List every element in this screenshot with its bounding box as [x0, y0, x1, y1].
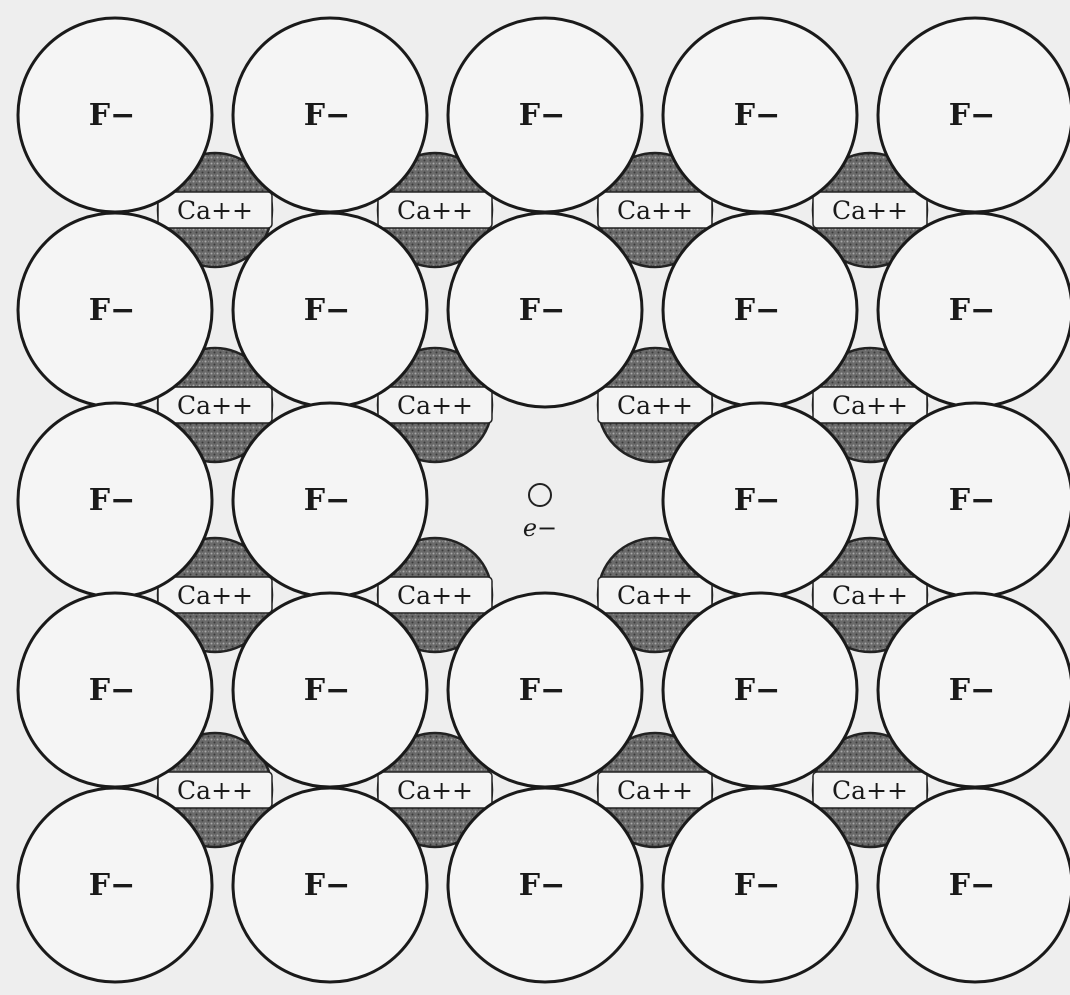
f-label: F−: [519, 673, 565, 708]
f-anion: F−: [233, 18, 427, 212]
f-anion: F−: [448, 18, 642, 212]
f-label: F−: [734, 98, 780, 133]
f-anion: F−: [18, 788, 212, 982]
f-label: F−: [89, 98, 135, 133]
f-label: F−: [89, 673, 135, 708]
electron-layer: e−: [523, 484, 557, 542]
ca-label: Ca++: [397, 391, 473, 420]
ca-label: Ca++: [617, 391, 693, 420]
f-anion: F−: [663, 18, 857, 212]
f-label: F−: [949, 98, 995, 133]
f-anion: F−: [18, 593, 212, 787]
f-label: F−: [304, 868, 350, 903]
f-label: F−: [949, 483, 995, 518]
ca-label: Ca++: [177, 391, 253, 420]
ca-label: Ca++: [177, 196, 253, 225]
f-anion: F−: [878, 18, 1070, 212]
electron-label: e−: [523, 514, 557, 542]
ca-label: Ca++: [397, 776, 473, 805]
trapped-electron: e−: [523, 484, 557, 542]
f-label: F−: [304, 483, 350, 518]
ca-label: Ca++: [177, 581, 253, 610]
f-anion: F−: [663, 593, 857, 787]
f-anion: F−: [878, 403, 1070, 597]
f-anion: F−: [233, 593, 427, 787]
ca-label: Ca++: [617, 776, 693, 805]
f-anion: F−: [448, 213, 642, 407]
f-label: F−: [304, 98, 350, 133]
ca-label: Ca++: [832, 776, 908, 805]
f-label: F−: [519, 293, 565, 328]
f-anion: F−: [878, 213, 1070, 407]
f-anion: F−: [18, 403, 212, 597]
f-label: F−: [734, 293, 780, 328]
f-label: F−: [304, 293, 350, 328]
ca-label: Ca++: [177, 776, 253, 805]
f-anion: F−: [233, 788, 427, 982]
ca-label: Ca++: [397, 196, 473, 225]
f-label: F−: [89, 868, 135, 903]
f-label: F−: [519, 868, 565, 903]
electron-circle: [529, 484, 551, 506]
f-anion: F−: [233, 213, 427, 407]
f-label: F−: [304, 673, 350, 708]
f-label: F−: [949, 293, 995, 328]
f-anion: F−: [448, 593, 642, 787]
f-anion: F−: [448, 788, 642, 982]
f-label: F−: [519, 98, 565, 133]
f-anion: F−: [233, 403, 427, 597]
anion-layer: F− F− F− F− F− F− F− F− F− F− F− F− F− F− F− F− F− F− F− F−…: [18, 18, 1070, 982]
f-label: F−: [734, 483, 780, 518]
ca-label: Ca++: [832, 196, 908, 225]
f-label: F−: [89, 483, 135, 518]
f-anion: F−: [663, 213, 857, 407]
ca-label: Ca++: [617, 581, 693, 610]
f-anion: F−: [18, 213, 212, 407]
ca-label: Ca++: [617, 196, 693, 225]
f-label: F−: [734, 673, 780, 708]
f-label: F−: [949, 673, 995, 708]
f-anion: F−: [878, 788, 1070, 982]
ca-label: Ca++: [832, 391, 908, 420]
f-label: F−: [949, 868, 995, 903]
ca-label: Ca++: [832, 581, 908, 610]
f-anion: F−: [18, 18, 212, 212]
ca-label: Ca++: [397, 581, 473, 610]
f-anion: F−: [663, 403, 857, 597]
f-anion: F−: [878, 593, 1070, 787]
f-anion: F−: [663, 788, 857, 982]
f-label: F−: [89, 293, 135, 328]
f-label: F−: [734, 868, 780, 903]
